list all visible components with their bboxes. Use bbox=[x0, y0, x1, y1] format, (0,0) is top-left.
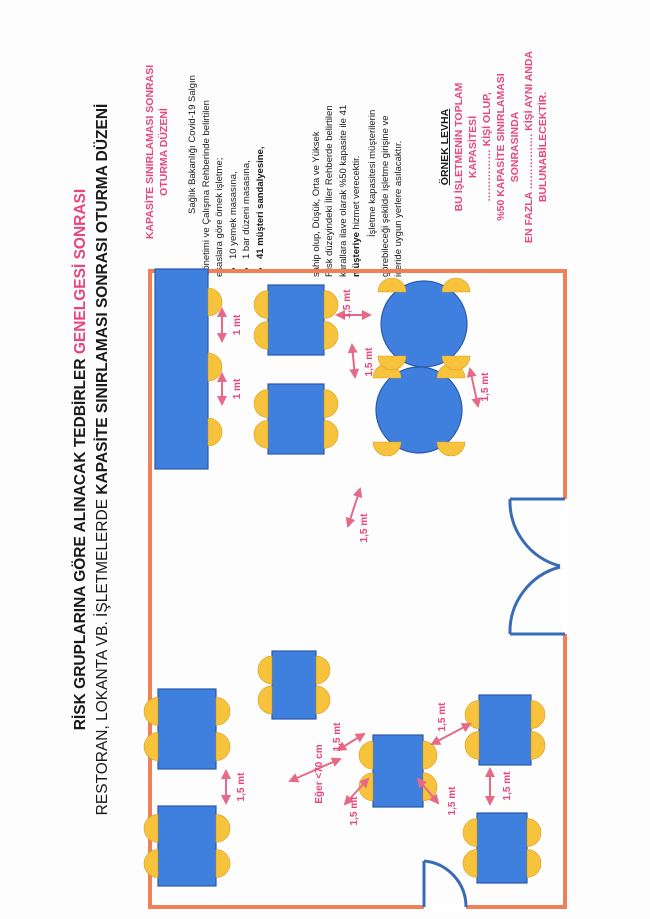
chair bbox=[323, 290, 339, 319]
chair bbox=[253, 420, 269, 449]
chair bbox=[207, 287, 223, 317]
distance-label: 1,5 mt bbox=[364, 347, 375, 377]
chair bbox=[464, 731, 480, 760]
table bbox=[476, 812, 528, 884]
distance-arrow bbox=[345, 487, 363, 528]
chair bbox=[215, 849, 231, 878]
chair bbox=[323, 389, 339, 418]
distance-label: 1,5 mt bbox=[359, 513, 370, 543]
distance-label: 1,5 mt bbox=[349, 796, 360, 826]
chair bbox=[530, 731, 546, 760]
distance-label: 1,5 mt bbox=[437, 702, 448, 732]
chair bbox=[315, 655, 331, 685]
distance-label: 1,5 mt bbox=[447, 786, 458, 816]
distance-arrow bbox=[336, 732, 366, 752]
door-left bbox=[422, 859, 468, 910]
chair bbox=[143, 849, 159, 878]
distance-label: 1,5 mt bbox=[236, 772, 247, 802]
chair bbox=[462, 849, 478, 878]
chair bbox=[315, 685, 331, 715]
table bbox=[271, 650, 317, 720]
table bbox=[478, 694, 532, 766]
chair bbox=[372, 441, 402, 457]
table bbox=[154, 268, 209, 470]
chair bbox=[253, 321, 269, 350]
distance-arrow bbox=[343, 777, 370, 806]
table bbox=[267, 383, 325, 455]
chair bbox=[377, 355, 407, 371]
distance-label: 1,5 mt bbox=[502, 771, 513, 801]
chair bbox=[143, 697, 159, 726]
chair bbox=[441, 355, 471, 371]
chair bbox=[462, 818, 478, 847]
distance-label: 1 mt bbox=[232, 378, 243, 399]
chair bbox=[143, 732, 159, 761]
chair bbox=[207, 417, 223, 447]
round-table bbox=[375, 366, 463, 454]
chair bbox=[464, 700, 480, 729]
distance-label: 1 mt bbox=[232, 314, 243, 335]
distance-label: 1,5 mt bbox=[332, 722, 343, 752]
distance-label: Eğer <70 cm bbox=[314, 744, 325, 803]
distance-arrows bbox=[217, 307, 495, 806]
chair bbox=[143, 814, 159, 843]
chair bbox=[253, 290, 269, 319]
round-table bbox=[380, 280, 468, 368]
chair bbox=[526, 849, 542, 878]
table bbox=[372, 734, 424, 808]
chair bbox=[436, 441, 466, 457]
distance-arrow bbox=[466, 367, 482, 408]
chair bbox=[377, 277, 407, 293]
chair bbox=[215, 732, 231, 761]
chair bbox=[530, 700, 546, 729]
distance-arrow bbox=[347, 343, 360, 379]
chair bbox=[422, 740, 438, 770]
distance-arrow bbox=[416, 777, 440, 805]
chair bbox=[253, 389, 269, 418]
chair bbox=[215, 814, 231, 843]
table bbox=[157, 805, 217, 887]
chair bbox=[207, 352, 223, 382]
chair bbox=[257, 655, 273, 685]
distance-label: 1,5 mt bbox=[342, 289, 353, 319]
chair bbox=[323, 321, 339, 350]
table bbox=[157, 688, 217, 770]
distance-arrow bbox=[288, 757, 342, 783]
door-right bbox=[508, 497, 568, 636]
chair bbox=[323, 420, 339, 449]
distance-arrow bbox=[430, 723, 472, 745]
chair bbox=[526, 818, 542, 847]
distance-labels: 1 mt 1 mt 1,5 mt 1,5 mt 1,5 mt 1,5 mt 1,5 mt Eğ… bbox=[232, 289, 513, 826]
chair bbox=[358, 740, 374, 770]
chair bbox=[215, 697, 231, 726]
table bbox=[267, 284, 325, 356]
furniture-layer bbox=[143, 268, 546, 887]
chair bbox=[441, 277, 471, 293]
chair bbox=[257, 685, 273, 715]
distance-label: 1,5 mt bbox=[480, 372, 491, 402]
